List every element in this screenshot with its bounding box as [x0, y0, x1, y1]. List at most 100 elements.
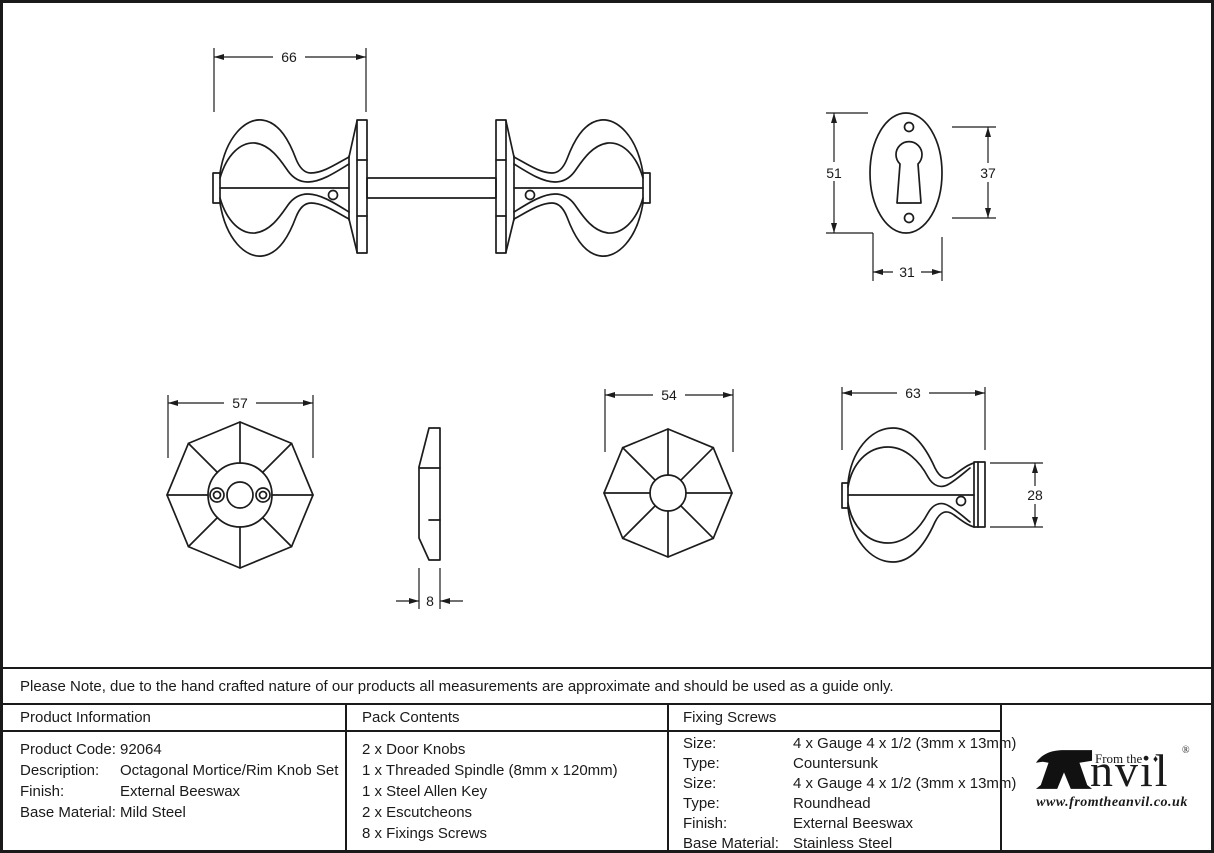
dim-label-54: 54 — [661, 387, 677, 403]
pack-contents-rows: 2 x Door Knobs 1 x Threaded Spindle (8mm… — [362, 739, 618, 844]
table-row: Base Material: Mild Steel — [20, 802, 338, 823]
row-label: Type: — [683, 754, 720, 772]
diamond-icon: ♦ — [1153, 754, 1159, 765]
rose-front-drawing: 57 — [166, 394, 314, 569]
dimension-31: 31 — [872, 233, 943, 281]
escutcheon-drawing: 51 37 31 — [821, 112, 1001, 281]
list-item: 2 x Escutcheons — [362, 804, 473, 821]
row-value: 4 x Gauge 4 x 1/2 (3mm x 13mm) — [793, 774, 1017, 792]
right-knob-tip-cap — [642, 172, 651, 204]
pack-contents-section: Pack Contents 2 x Door Knobs 1 x Threade… — [345, 705, 667, 853]
dim-label-31: 31 — [899, 264, 915, 280]
rose-boss — [207, 462, 273, 528]
row-label: Finish: — [20, 783, 65, 800]
row-label: Product Code: — [20, 741, 116, 758]
pack-contents-header: Pack Contents — [347, 705, 667, 732]
fixing-screws-title: Fixing Screws — [683, 709, 777, 726]
product-information-header: Product Information — [0, 705, 345, 732]
row-label: Base Material: — [20, 804, 116, 821]
dim-label-51: 51 — [826, 165, 842, 181]
knob-face-drawing: 54 — [603, 386, 734, 558]
table-row: Finish: External Beeswax — [683, 813, 1016, 833]
logo-wordmark: nvil — [1090, 745, 1170, 796]
list-item: 8 x Fixings Screws — [362, 825, 488, 842]
product-information-title: Product Information — [20, 709, 151, 726]
brand-logo-cell: From the ♦ nvil ® www.fromtheanvil.co.uk — [1000, 705, 1214, 853]
row-value: Roundhead — [793, 794, 871, 812]
table-row: Product Code: 92064 — [20, 739, 338, 760]
row-value: External Beeswax — [120, 783, 241, 800]
pack-contents-title: Pack Contents — [362, 709, 460, 726]
escutcheon-plate — [869, 112, 943, 234]
row-value: 4 x Gauge 4 x 1/2 (3mm x 13mm) — [793, 734, 1017, 752]
dim-label-66: 66 — [281, 49, 297, 65]
knob-profile-drawing: 63 28 — [841, 384, 1049, 563]
row-label: Description: — [20, 762, 100, 779]
dim-label-8: 8 — [426, 593, 434, 609]
row-value: Mild Steel — [120, 804, 186, 821]
dim-label-28: 28 — [1027, 487, 1043, 503]
row-label: Type: — [683, 794, 720, 812]
keyhole — [895, 140, 923, 204]
logo-website-url: www.fromtheanvil.co.uk — [1036, 795, 1188, 810]
row-value: Countersunk — [793, 754, 879, 772]
technical-drawings: 66 — [166, 48, 1049, 609]
anvil-icon — [1035, 750, 1093, 789]
rose-side-drawing: 8 — [396, 427, 463, 609]
right-rose-plate — [495, 119, 507, 254]
spindle — [366, 177, 497, 199]
dimension-63: 63 — [841, 384, 986, 450]
rose-spindle-hole — [226, 481, 254, 509]
row-label: Size: — [683, 774, 717, 792]
rose-screw-hole-right — [255, 487, 271, 503]
row-value: External Beeswax — [793, 814, 914, 832]
logo-prefix-text: From the — [1095, 751, 1143, 766]
row-label: Size: — [683, 734, 717, 752]
left-grub-screw — [327, 189, 339, 201]
table-row: Size: 4 x Gauge 4 x 1/2 (3mm x 13mm) — [683, 773, 1016, 793]
disclaimer-note-text: Please Note, due to the hand crafted nat… — [20, 677, 894, 695]
row-value: Stainless Steel — [793, 834, 893, 852]
info-table: Product Information Product Code: 92064 … — [0, 703, 1214, 853]
table-row: Size: 4 x Gauge 4 x 1/2 (3mm x 13mm) — [683, 733, 1016, 753]
list-item: 1 x Steel Allen Key — [362, 783, 488, 800]
fixing-screws-rows: Size: 4 x Gauge 4 x 1/2 (3mm x 13mm) Typ… — [683, 733, 1016, 853]
dim-label-37: 37 — [980, 165, 996, 181]
escutcheon-screw-hole-bottom — [903, 212, 915, 224]
list-item: 1 x Threaded Spindle (8mm x 120mm) — [362, 762, 618, 779]
disclaimer-note: Please Note, due to the hand crafted nat… — [0, 667, 1214, 703]
row-value: Octagonal Mortice/Rim Knob Set — [120, 762, 339, 779]
escutcheon-screw-hole-top — [903, 121, 915, 133]
fixing-screws-header: Fixing Screws — [669, 705, 1000, 732]
table-row: Type: Roundhead — [683, 793, 1016, 813]
table-row: Base Material: Stainless Steel — [683, 833, 1016, 853]
from-the-anvil-logo: From the ♦ nvil ® www.fromtheanvil.co.uk — [1002, 705, 1214, 853]
dimension-28: 28 — [990, 462, 1049, 528]
row-label: Base Material: — [683, 834, 779, 852]
dim-label-63: 63 — [905, 385, 921, 401]
rose-side-profile — [418, 427, 441, 561]
knob-set-drawing: 66 — [212, 48, 651, 257]
dimension-8: 8 — [396, 568, 463, 609]
rose-screw-hole-left — [209, 487, 225, 503]
knob-profile-tip-cap — [841, 482, 849, 509]
product-information-section: Product Information Product Code: 92064 … — [0, 705, 345, 853]
row-label: Finish: — [683, 814, 728, 832]
knob-profile-base — [973, 461, 986, 528]
left-rose-plate — [356, 119, 368, 254]
product-information-rows: Product Code: 92064 Description: Octagon… — [20, 739, 338, 823]
dim-label-57: 57 — [232, 395, 248, 411]
dimension-66: 66 — [213, 48, 367, 112]
dimension-54: 54 — [604, 386, 734, 452]
dimension-51: 51 — [821, 112, 873, 234]
knob-face-center — [649, 474, 687, 512]
registered-trademark-icon: ® — [1182, 745, 1190, 756]
table-row: Description: Octagonal Mortice/Rim Knob … — [20, 760, 338, 781]
row-value: 92064 — [120, 741, 162, 758]
list-item: 2 x Door Knobs — [362, 741, 466, 758]
table-row: Finish: External Beeswax — [20, 781, 338, 802]
fixing-screws-section: Fixing Screws Size: 4 x Gauge 4 x 1/2 (3… — [667, 705, 1016, 853]
dimension-57: 57 — [167, 394, 314, 458]
left-knob-tip-cap — [212, 172, 221, 204]
